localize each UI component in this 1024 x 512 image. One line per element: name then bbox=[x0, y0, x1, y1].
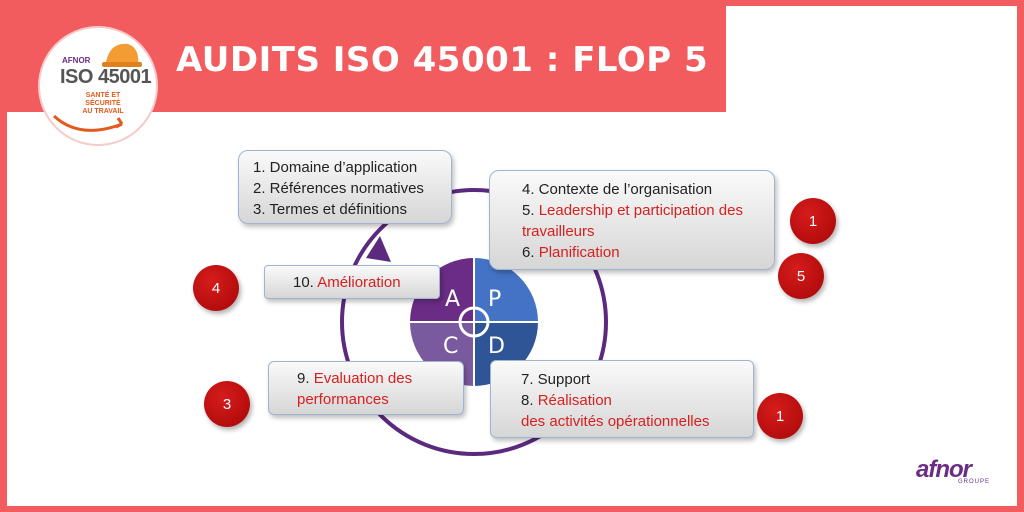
clause-9-box: 9. Evaluation des performances bbox=[268, 361, 464, 415]
clause-6-text: Planification bbox=[538, 244, 620, 261]
logo-standard: ISO 45001 bbox=[60, 66, 152, 88]
afnor-logo: afnor bbox=[916, 456, 972, 483]
clause-5: 5. Leadership et participation des bbox=[522, 200, 774, 221]
badge-planification-count: 5 bbox=[778, 253, 824, 299]
clause-4: 4. Contexte de l’organisation bbox=[522, 181, 713, 198]
clause-9-text: Evaluation des bbox=[313, 370, 413, 387]
clauses-1-3-box: 1. Domaine d’application 2. Références n… bbox=[238, 150, 452, 224]
clause-8: 8. Réalisation bbox=[521, 390, 753, 411]
logo-subtitle-line-2: AU TRAVAIL bbox=[82, 108, 124, 115]
clause-9: 9. Evaluation des bbox=[297, 368, 463, 389]
badge-amelioration-count: 4 bbox=[193, 265, 239, 311]
clause-10: 10. Amélioration bbox=[293, 272, 439, 293]
cycle-arrow-head-icon bbox=[366, 236, 391, 262]
clauses-7-8-box: 7. Support 8. Réalisation des activités … bbox=[490, 360, 754, 438]
badge-realisation-count: 1 bbox=[757, 393, 803, 439]
clause-8-text: Réalisation bbox=[537, 392, 612, 409]
pdca-center-cycle-icon bbox=[458, 306, 490, 338]
clause-1: 1. Domaine d’application bbox=[253, 159, 418, 176]
logo-org: AFNOR bbox=[62, 56, 91, 65]
afnor-group-label: GROUPE bbox=[958, 479, 991, 485]
logo-subtitle: SANTÉ ET SÉCURITÉ AU TRAVAIL bbox=[68, 92, 138, 116]
clause-5-number: 5. bbox=[522, 202, 539, 219]
clause-8-text-continued: des activités opérationnelles bbox=[521, 413, 710, 430]
page-title: AUDITS ISO 45001 : FLOP 5 bbox=[176, 40, 709, 80]
pdca-quadrant-p bbox=[474, 258, 538, 322]
clause-7: 7. Support bbox=[521, 371, 591, 388]
pdca-letter-a: A bbox=[445, 287, 461, 312]
pdca-letter-d: D bbox=[488, 334, 505, 359]
logo-subtitle-line-1: SANTÉ ET SÉCURITÉ bbox=[85, 92, 121, 107]
clause-10-number: 10. bbox=[293, 274, 318, 291]
clause-2: 2. Références normatives bbox=[253, 180, 424, 197]
pdca-letter-p: P bbox=[488, 287, 502, 312]
pdca-quadrant-a bbox=[410, 258, 474, 322]
clause-3: 3. Termes et définitions bbox=[253, 201, 407, 218]
clause-6: 6. Planification bbox=[522, 242, 774, 263]
hard-hat-icon bbox=[52, 43, 142, 132]
iso-45001-logo: AFNOR ISO 45001 SANTÉ ET SÉCURITÉ AU TRA… bbox=[40, 28, 156, 144]
clause-9-text-continued: performances bbox=[297, 391, 389, 408]
clause-10-box: 10. Amélioration bbox=[264, 265, 440, 299]
cycle-ring bbox=[340, 188, 608, 456]
badge-evaluation-count: 3 bbox=[204, 381, 250, 427]
clause-8-number: 8. bbox=[521, 392, 538, 409]
clause-10-text: Amélioration bbox=[317, 274, 401, 291]
clause-5-text: Leadership et participation des bbox=[538, 202, 743, 219]
clause-5-text-continued: travailleurs bbox=[522, 223, 595, 240]
badge-leadership-count: 1 bbox=[790, 198, 836, 244]
clauses-4-6-box: 4. Contexte de l’organisation 5. Leaders… bbox=[489, 170, 775, 270]
pdca-letter-c: C bbox=[443, 334, 459, 359]
clause-6-number: 6. bbox=[522, 244, 539, 261]
clause-9-number: 9. bbox=[297, 370, 314, 387]
